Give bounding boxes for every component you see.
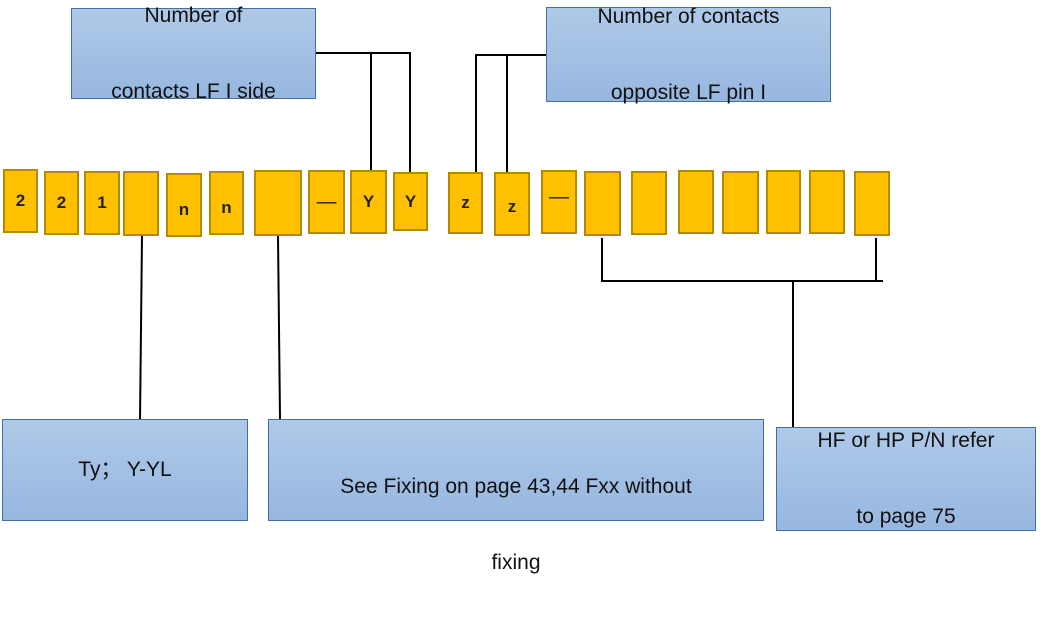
cell-5: n — [166, 173, 202, 237]
fixing-line2: fixing — [491, 551, 541, 574]
cell-6: n — [209, 171, 244, 235]
cell-hf-1 — [584, 171, 621, 236]
connector-hf-bracket — [601, 238, 883, 282]
type-label: Ty； Y-YL — [78, 458, 172, 481]
lf-side-line1: Number of — [144, 3, 243, 27]
connector-fixing — [277, 235, 281, 420]
cell-1: 2 — [3, 169, 38, 233]
cell-hf-4 — [722, 171, 759, 234]
cell-3: 1 — [84, 171, 120, 235]
type-box: Ty； Y-YL — [2, 419, 248, 521]
part-number-diagram: Number of contacts LF I side Number of c… — [2, 4, 1036, 574]
cell-hf-6 — [809, 170, 845, 234]
hf-line2: to page 75 — [856, 505, 956, 528]
cell-dash-1: — — [308, 170, 345, 234]
fixing-box: See Fixing on page 43,44 Fxx without fix… — [268, 419, 764, 574]
cell-hf-5 — [766, 170, 801, 234]
cell-hf-2 — [631, 171, 667, 235]
connector-opposite — [475, 54, 546, 172]
lf-side-line2: contacts LF I side — [111, 79, 276, 103]
cell-hf-7 — [854, 171, 890, 236]
cell-hf-3 — [678, 170, 714, 234]
cell-y2: Y — [393, 172, 428, 231]
connector-lines — [139, 52, 883, 427]
opposite-line1: Number of contacts — [597, 4, 780, 28]
connector-type — [139, 235, 143, 422]
opposite-box: Number of contacts opposite LF pin I — [546, 5, 831, 104]
lf-side-box: Number of contacts LF I side — [71, 4, 316, 103]
cell-z2: z — [494, 172, 530, 236]
cell-y1: Y — [350, 170, 387, 234]
opposite-line2: opposite LF pin I — [610, 80, 767, 104]
fixing-line1: See Fixing on page 43,44 Fxx without — [340, 475, 692, 498]
connector-lf-side — [316, 52, 411, 172]
cell-4 — [123, 171, 159, 236]
cell-7 — [254, 170, 302, 236]
cell-2: 2 — [44, 171, 79, 235]
cell-dash-2: — — [541, 170, 577, 234]
cell-z1: z — [448, 172, 483, 234]
hf-box: HF or HP P/N refer to page 75 — [776, 427, 1036, 531]
hf-line1: HF or HP P/N refer — [817, 429, 995, 452]
